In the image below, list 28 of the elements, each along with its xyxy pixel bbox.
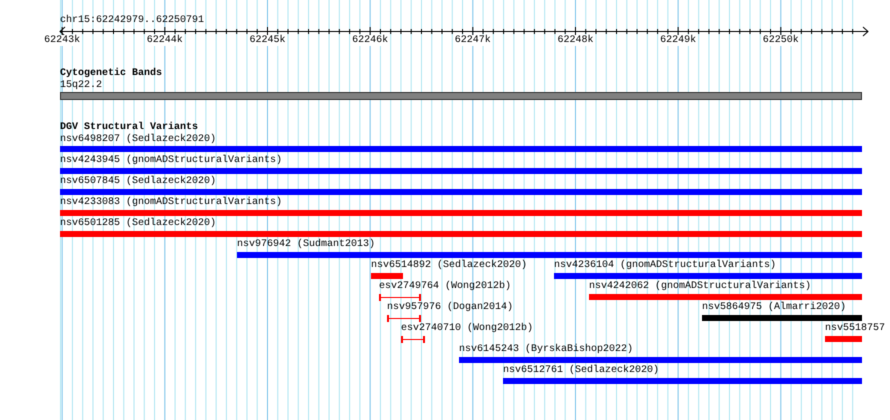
tick-label: 62243k — [44, 35, 80, 46]
tick-label: 62245k — [249, 35, 286, 46]
feature-label: nsv6507845 (Sedlazeck2020) — [60, 176, 216, 187]
feature-label: nsv6512761 (Sedlazeck2020) — [503, 365, 660, 376]
feature-label: esv2740710 (Wong2012b) — [401, 323, 534, 334]
feature-label: nsv4243945 (gnomADStructuralVariants) — [60, 155, 282, 166]
feature-label: nsv4236104 (gnomADStructuralVariants) — [554, 260, 776, 271]
tick-label: 62247k — [454, 35, 491, 46]
tick-label: 62246k — [352, 35, 388, 46]
feature-label: nsv6498207 (Sedlazeck2020) — [60, 134, 216, 145]
band-label: 15q22.2 — [60, 80, 102, 91]
feature-label: esv2749764 (Wong2012b) — [379, 281, 512, 292]
coordinate-range: chr15:62242979..62250791 — [60, 15, 204, 26]
feature-label: nsv4242062 (gnomADStructuralVariants) — [589, 281, 812, 292]
track-title: Cytogenetic Bands — [60, 68, 162, 79]
tick-label: 62244k — [146, 35, 183, 46]
feature-label: nsv6514892 (Sedlazeck2020) — [371, 260, 528, 271]
feature-label: nsv6501285 (Sedlazeck2020) — [60, 218, 216, 229]
tick-label: 62248k — [557, 35, 594, 46]
tick-label: 62249k — [660, 35, 696, 46]
feature-label: nsv5518757 — [825, 323, 886, 334]
feature-label: nsv5864975 (Almarri2020) — [702, 302, 846, 313]
feature-label: nsv4233083 (gnomADStructuralVariants) — [60, 197, 282, 208]
feature-label: nsv976942 (Sudmant2013) — [237, 239, 376, 250]
feature-label: nsv6145243 (ByrskaBishop2022) — [459, 344, 634, 355]
feature-label: nsv957976 (Dogan2014) — [387, 302, 514, 313]
track-title: DGV Structural Variants — [60, 122, 198, 133]
tick-label: 62250k — [762, 35, 799, 46]
